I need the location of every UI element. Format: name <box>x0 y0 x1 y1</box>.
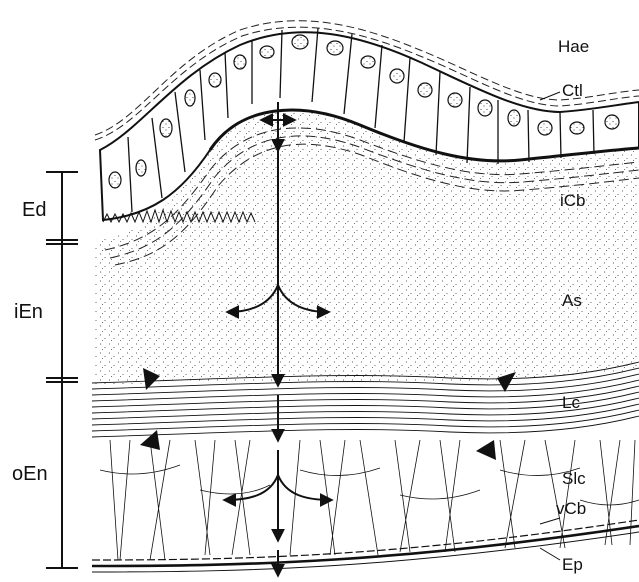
vcb-ep-layers <box>92 520 639 572</box>
vcb-leader-line <box>540 518 560 524</box>
ep-leader-line <box>540 548 560 560</box>
layer-label-ctl: Ctl <box>562 81 583 100</box>
layer-label-lc: Lc <box>562 393 580 412</box>
zone-label-oen: oEn <box>12 463 48 485</box>
layer-label-slc: Slc <box>562 469 586 488</box>
layer-label-ep: Ep <box>562 555 583 574</box>
zone-scale-bar <box>46 172 78 568</box>
layer-label-hae: Hae <box>558 37 589 56</box>
layer-label-icb: iCb <box>560 191 586 210</box>
zone-label-ed: Ed <box>22 199 46 221</box>
layer-label-vcb: vCb <box>556 499 586 518</box>
layer-label-as: As <box>562 291 582 310</box>
ctl-leader-line <box>540 92 560 100</box>
zone-label-ien: iEn <box>14 301 43 323</box>
